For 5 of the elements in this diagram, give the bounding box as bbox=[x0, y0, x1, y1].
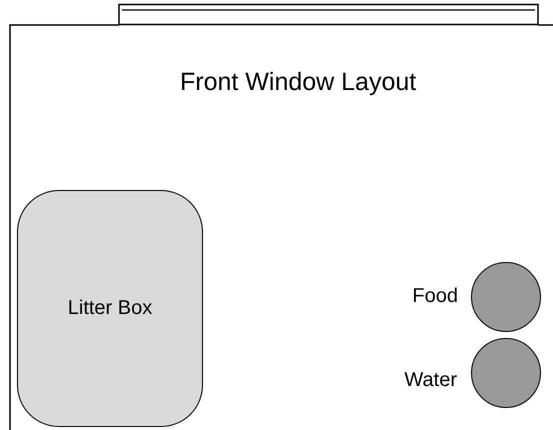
node-caption: Water bbox=[404, 369, 457, 392]
litter-box bbox=[17, 190, 203, 427]
node-caption: Food bbox=[412, 285, 458, 308]
box-label: Litter Box bbox=[68, 297, 152, 320]
title: Front Window Layout bbox=[180, 68, 416, 97]
